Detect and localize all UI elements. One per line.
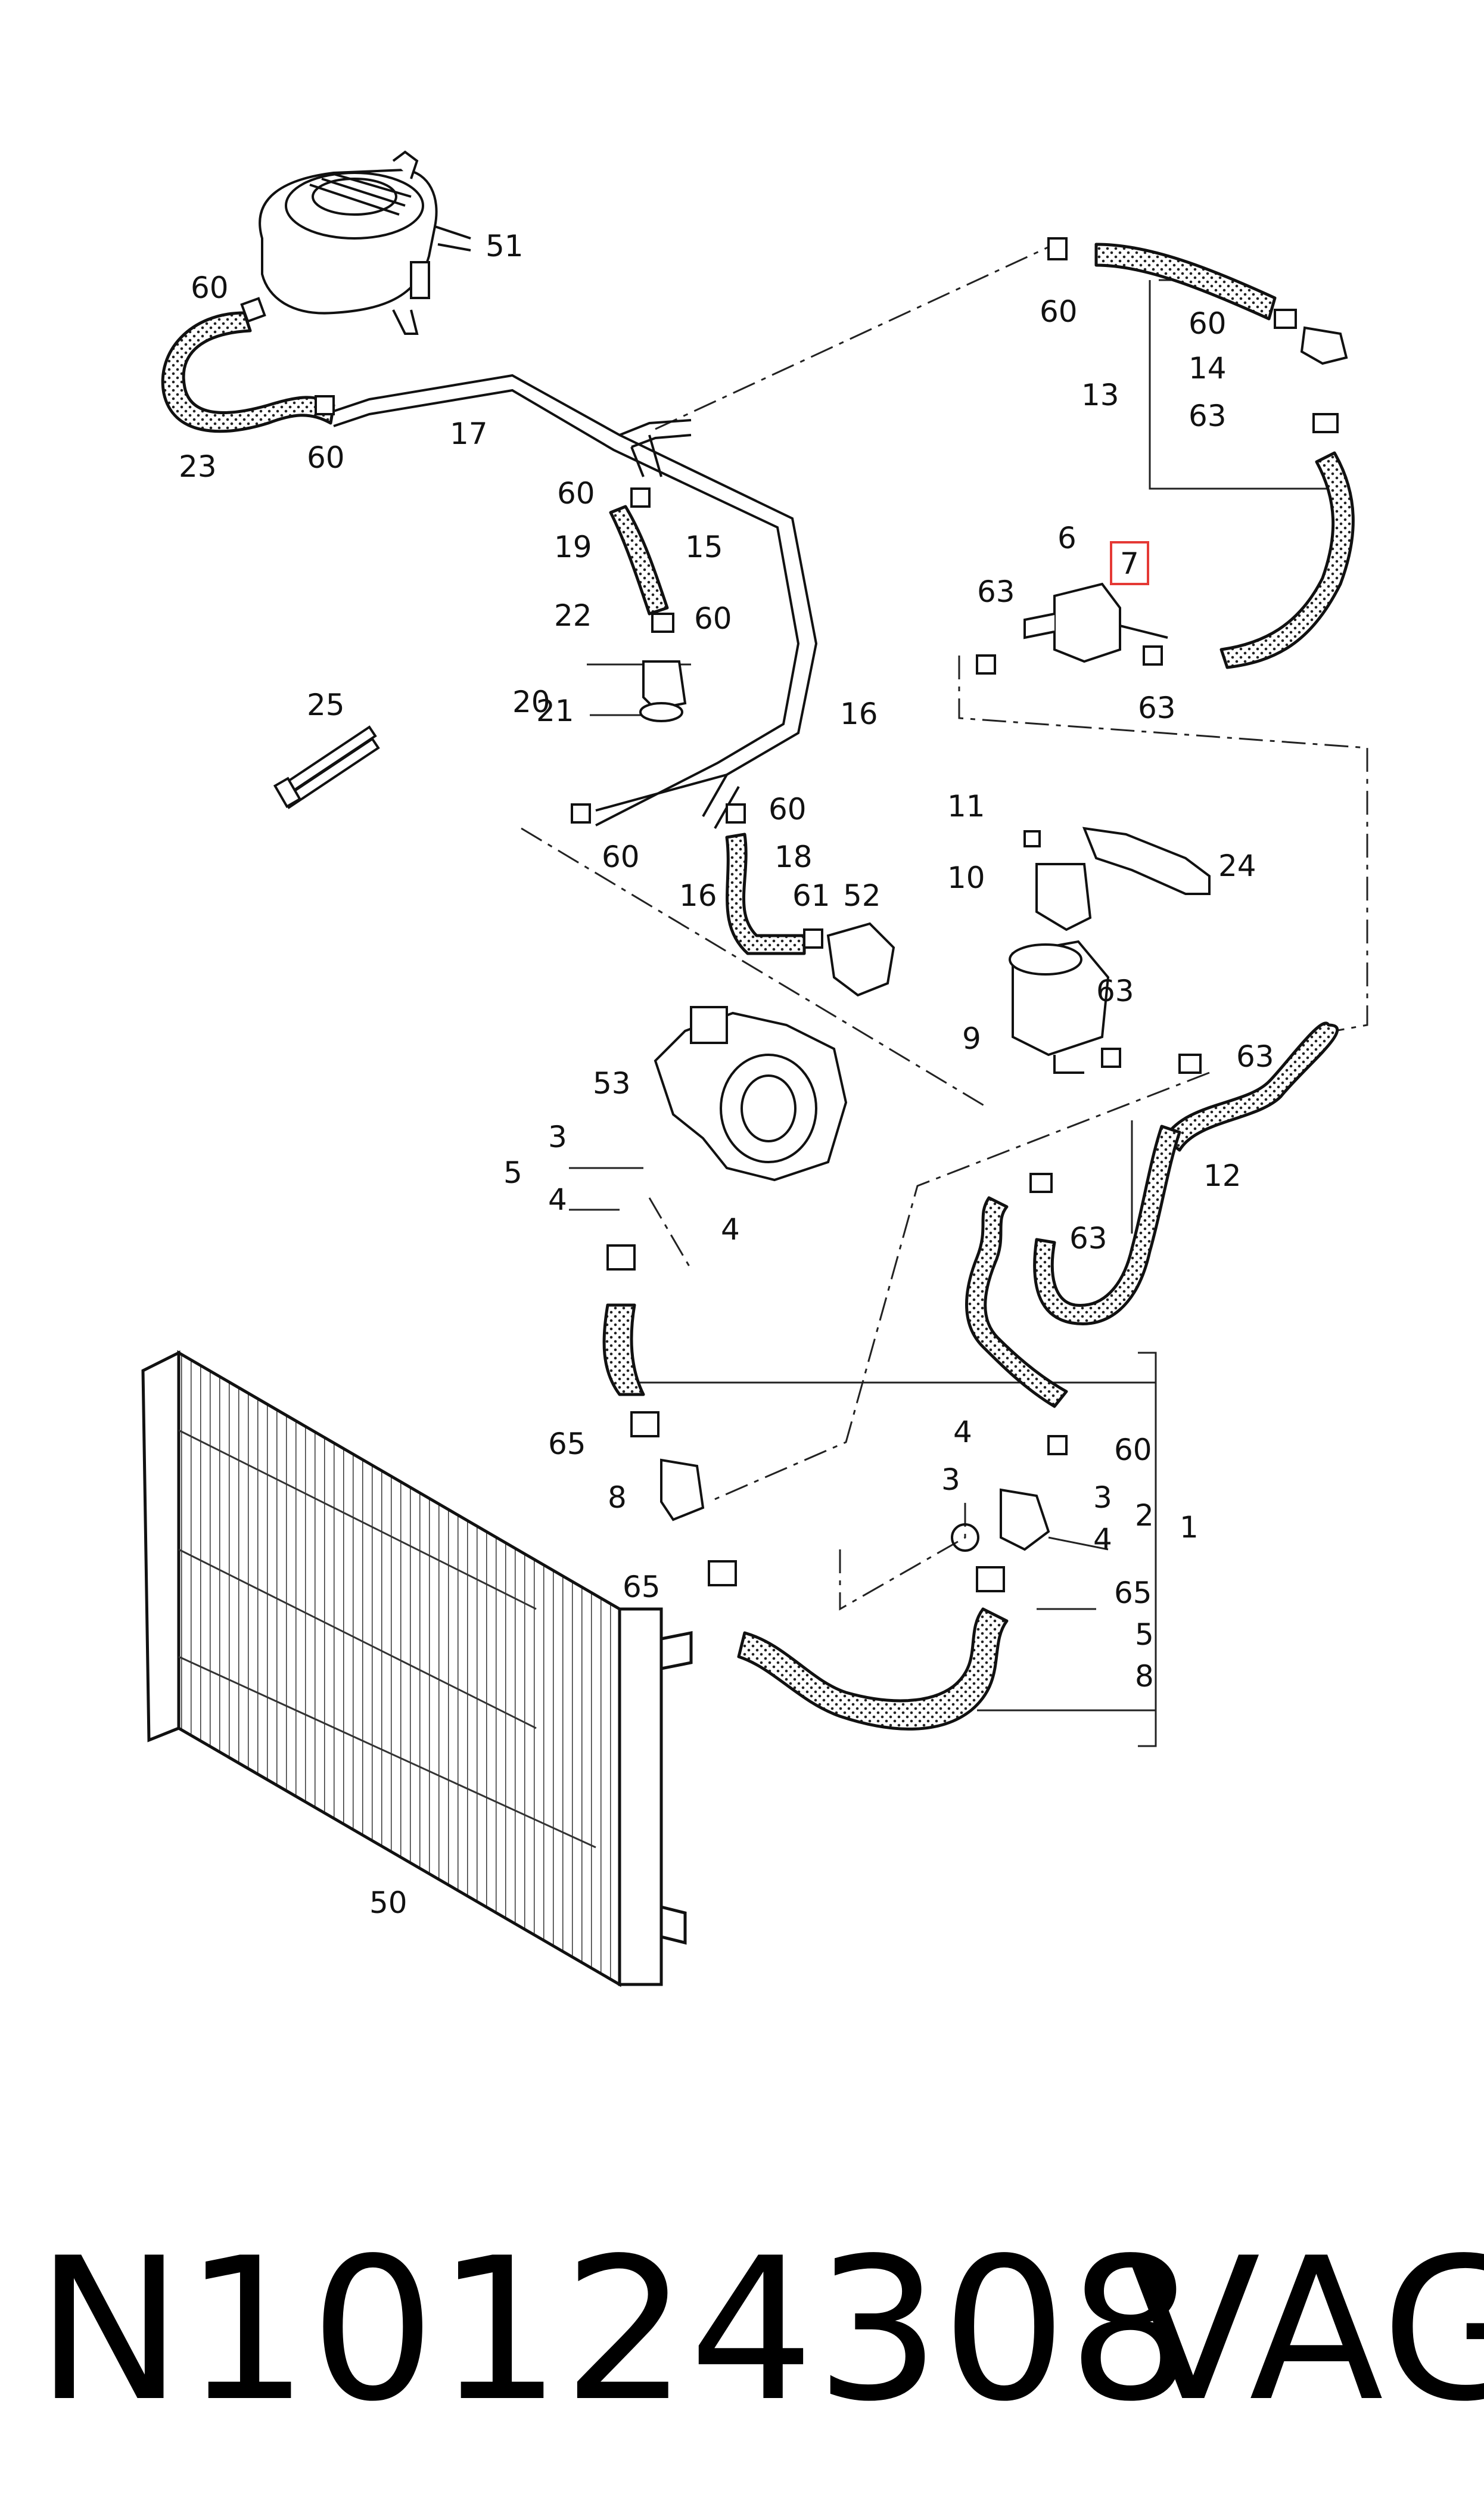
callout-16: 16 [840,697,878,731]
callout-8: 8 [608,1480,627,1515]
callout-21: 21 [536,694,574,728]
reference-lines [521,243,1368,1611]
callout-7: 7 [1120,546,1139,581]
cooling-system-exploded-diagram: 51 60 23 60 17 60 15 19 22 60 20 21 16 2… [141,150,1368,1987]
callout-22: 22 [554,598,592,633]
callout-50: 50 [369,1886,407,1920]
callout-15: 15 [685,530,723,564]
callout-14: 14 [1189,351,1227,386]
part-number: N10124308 [36,2216,1194,2445]
pipe-15-branch [619,419,692,448]
callout-60: 60 [1189,306,1227,341]
hose-60-mid [965,1196,1068,1408]
callout-5: 5 [503,1156,522,1190]
callout-6: 6 [1057,521,1077,555]
callout-4: 4 [548,1182,567,1217]
hose-13 [1094,243,1277,321]
callout-11: 11 [947,789,985,824]
hose-19 [609,505,669,616]
callout-3: 3 [548,1120,567,1154]
callout-10: 10 [947,861,985,895]
callout-24: 24 [1218,849,1256,883]
callout-63: 63 [1189,399,1227,433]
sensor-52 [826,922,895,997]
components [639,326,1348,1552]
hose-18 [725,833,806,955]
callout-60: 60 [191,271,229,305]
callout-63: 63 [1138,691,1176,725]
callout-60: 60 [557,476,595,511]
callout-63: 63 [977,574,1015,609]
expansion-tank [259,150,471,335]
valve-6 [1053,582,1121,663]
callout-63: 63 [1069,1221,1107,1256]
callout-12: 12 [1203,1158,1242,1193]
callout-4: 4 [1093,1522,1112,1557]
callout-53: 53 [593,1066,631,1101]
callout-51: 51 [486,229,524,263]
callout-19: 19 [554,530,592,564]
callout-63: 63 [1096,974,1134,1008]
callout-4: 4 [953,1415,972,1449]
callout-4: 4 [721,1212,740,1247]
radiator [141,1350,693,1987]
hose-13-lower [1219,451,1355,669]
callout-23: 23 [179,449,217,484]
zip-ties [273,725,380,809]
callout-52: 52 [843,878,881,913]
hose-5-upper [602,1303,645,1396]
callout-60: 60 [694,601,732,636]
pipe-15-top [333,374,818,812]
callout-2: 2 [1135,1498,1154,1533]
callout-63: 63 [1236,1039,1274,1074]
callout-8: 8 [1135,1659,1154,1694]
callout-60: 60 [602,840,640,874]
callout-61: 61 [792,878,830,913]
hose-12-b [1033,1125,1181,1325]
rigid-pipes [333,374,818,829]
hoses [161,243,1355,1731]
callout-65: 65 [1114,1576,1152,1610]
callout-25: 25 [307,688,345,722]
callout-65: 65 [623,1570,661,1604]
callout-20: 20 [512,685,550,719]
hose-12-a [1163,1021,1339,1152]
brand-label: VAG [1126,2216,1484,2445]
callout-5: 5 [1135,1617,1154,1652]
callout-18: 18 [774,840,813,874]
hose-8-lower [737,1607,1009,1731]
callout-16: 16 [679,878,717,913]
hose-23 [161,311,335,433]
callout-60: 60 [1114,1433,1152,1467]
callout-1: 1 [1180,1510,1199,1545]
callout-7-highlight: 7 [1110,541,1149,585]
callouts: 51 60 23 60 17 60 15 19 22 60 20 21 16 2… [179,229,1274,1920]
callout-3: 3 [1093,1480,1112,1515]
callout-65: 65 [548,1427,586,1461]
leader-lines [569,279,1334,1747]
callout-17: 17 [450,417,488,451]
clamps [240,237,1339,1592]
callout-60: 60 [1040,294,1078,329]
callout-9: 9 [962,1021,981,1056]
callout-60: 60 [769,792,807,827]
callout-3: 3 [941,1462,960,1497]
callout-13: 13 [1081,378,1119,412]
callout-60: 60 [307,440,345,475]
